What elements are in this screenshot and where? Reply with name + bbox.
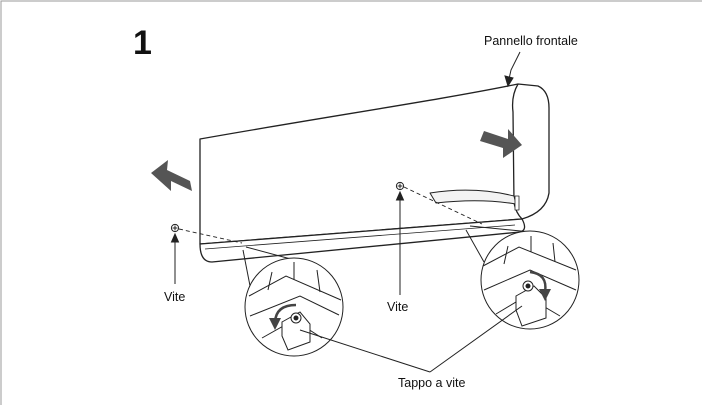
screw-left	[170, 223, 180, 233]
detail-callout-right	[465, 225, 580, 330]
screw-path-middle	[403, 186, 483, 225]
ac-unit-body	[199, 83, 550, 263]
left-arrow-icon	[151, 160, 192, 191]
screw-middle-label: Vite	[387, 300, 409, 314]
front-panel-label: Pannello frontale	[484, 34, 578, 48]
screw-path-left	[178, 228, 243, 244]
step-number: 1	[133, 24, 152, 62]
leader-screw-cap	[299, 305, 523, 373]
leader-screw-left	[170, 232, 180, 284]
screw-left-label: Vite	[164, 290, 186, 304]
right-arrow-icon	[480, 129, 522, 158]
screw-cap-label: Tappo a vite	[398, 376, 466, 390]
leader-screw-middle	[395, 190, 405, 295]
leader-front-panel	[504, 51, 521, 88]
screw-middle	[395, 181, 405, 191]
detail-callout-left	[242, 246, 344, 357]
